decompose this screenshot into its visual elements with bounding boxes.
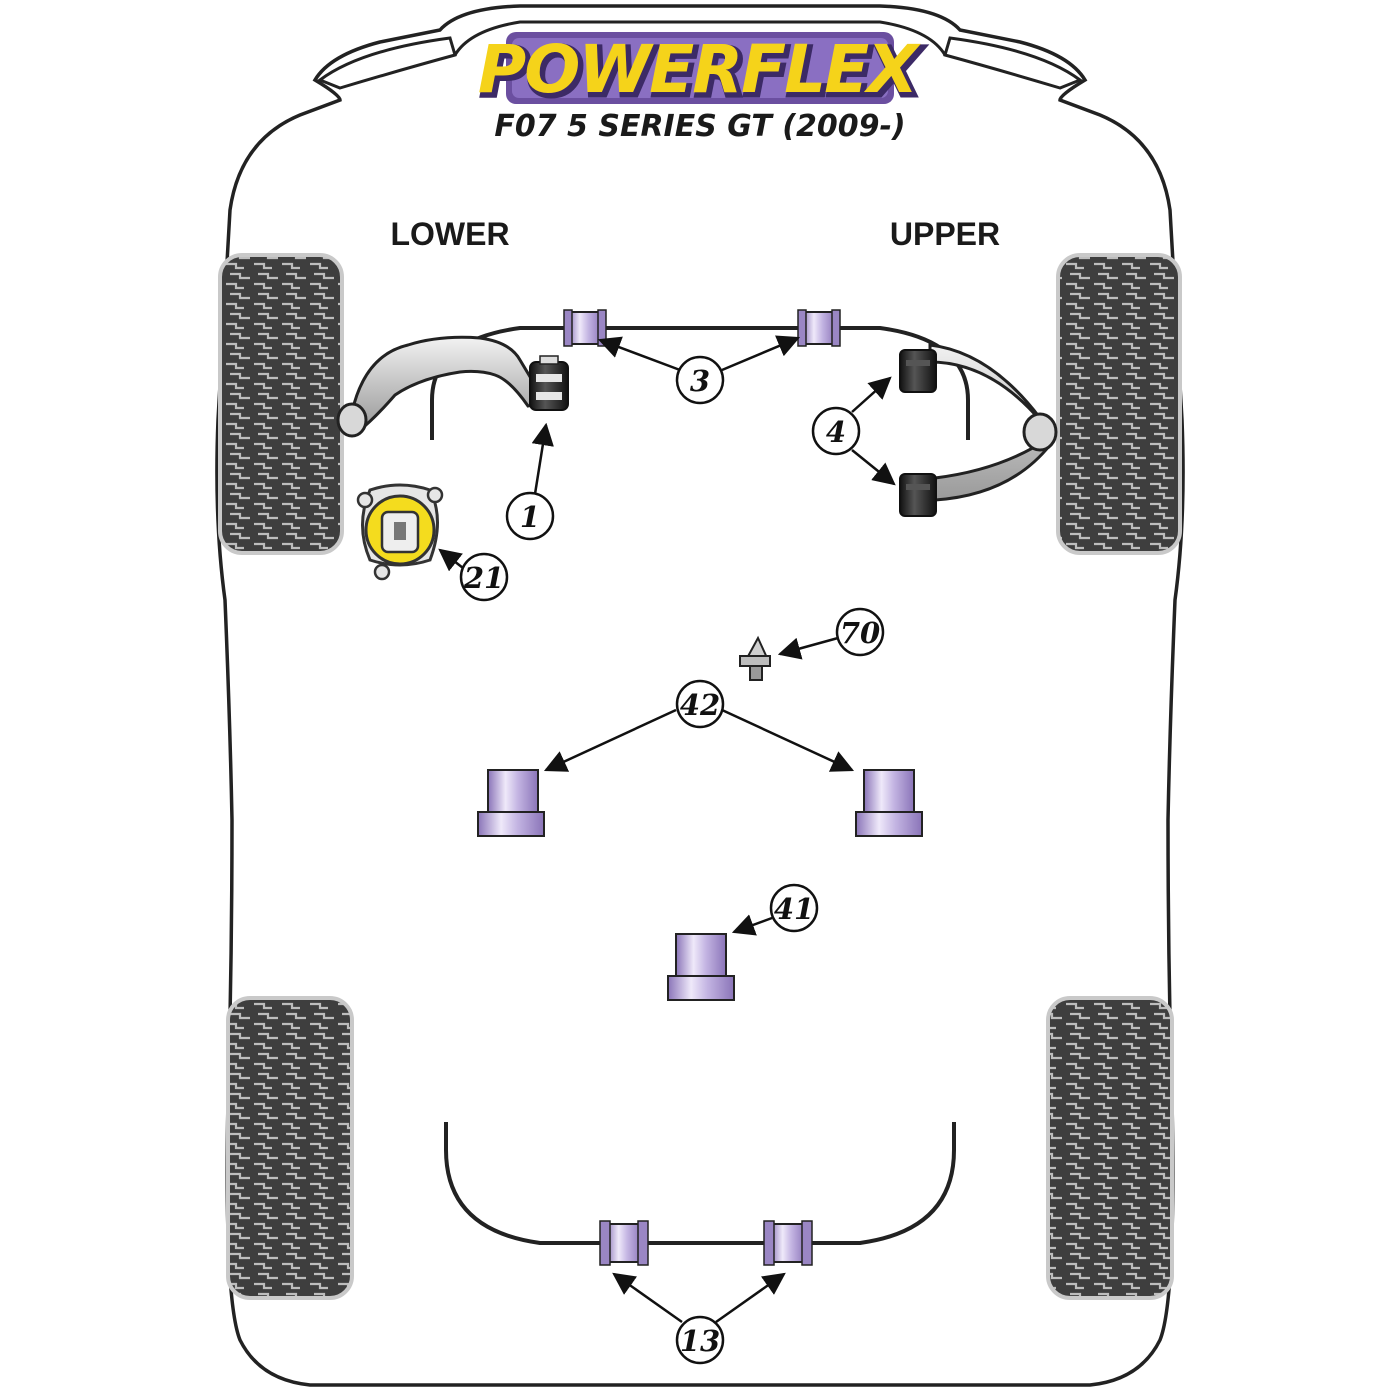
arrow-1 — [531, 422, 554, 495]
arrow-4-top — [851, 376, 892, 413]
arrow-42-left — [543, 708, 677, 772]
arrow-70 — [777, 636, 839, 660]
part-41-bush — [667, 933, 735, 1001]
part-4-bush-bottom — [899, 473, 937, 517]
callout-21-number: 21 — [463, 561, 504, 595]
callout-42-number: 42 — [680, 688, 720, 722]
rear-anti-roll-bar — [444, 1122, 956, 1245]
part-3-bush-right — [797, 309, 841, 347]
callout-13: 13 — [675, 1315, 725, 1365]
callout-3: 3 — [675, 355, 725, 405]
callout-42: 42 — [675, 679, 725, 729]
powerflex-logo: POWERFLEX POWERFLEX — [478, 31, 929, 114]
callout-3-number: 3 — [690, 364, 710, 398]
front-left-tyre — [218, 253, 344, 555]
rear-left-tyre — [226, 996, 354, 1300]
callout-41-number: 41 — [774, 892, 814, 926]
callout-4-number: 4 — [826, 415, 846, 449]
callout-21: 21 — [459, 552, 509, 602]
arrow-21 — [438, 548, 464, 572]
arrow-13-left — [612, 1272, 683, 1324]
logo-text-shadow: POWERFLEX — [481, 34, 924, 111]
arrow-4-bottom — [851, 449, 896, 486]
front-right-tyre — [1056, 253, 1182, 555]
arrow-13-right — [715, 1272, 786, 1324]
lower-label: LOWER — [390, 216, 509, 252]
lower-control-arm — [336, 335, 564, 438]
part-42-bush-left — [477, 769, 545, 837]
rear-right-tyre — [1046, 996, 1174, 1300]
arrow-41 — [731, 914, 773, 936]
leader-arrows — [438, 335, 896, 1324]
arrow-3-right — [721, 335, 801, 372]
part-21-top-mount — [356, 483, 444, 581]
part-42-bush-right — [855, 769, 923, 837]
arrow-3-left — [597, 336, 681, 372]
part-13-bush-left — [599, 1220, 649, 1266]
part-4-bush-top — [899, 349, 937, 393]
callout-70: 70 — [835, 607, 885, 657]
logo-text: POWERFLEX — [478, 31, 921, 108]
callout-70-number: 70 — [840, 616, 880, 650]
callout-4: 4 — [811, 406, 861, 456]
upper-label: UPPER — [890, 216, 1000, 252]
part-3-bush-left — [563, 309, 607, 347]
part-70-bump-stop — [739, 635, 771, 681]
model-title: F07 5 SERIES GT (2009-) — [494, 109, 905, 144]
callout-1-number: 1 — [520, 500, 540, 534]
part-1-bush — [529, 355, 569, 411]
callout-13-number: 13 — [680, 1324, 720, 1358]
part-13-bush-right — [763, 1220, 813, 1266]
callout-41: 41 — [769, 883, 819, 933]
callout-1: 1 — [505, 491, 555, 541]
arrow-42-right — [721, 708, 855, 772]
